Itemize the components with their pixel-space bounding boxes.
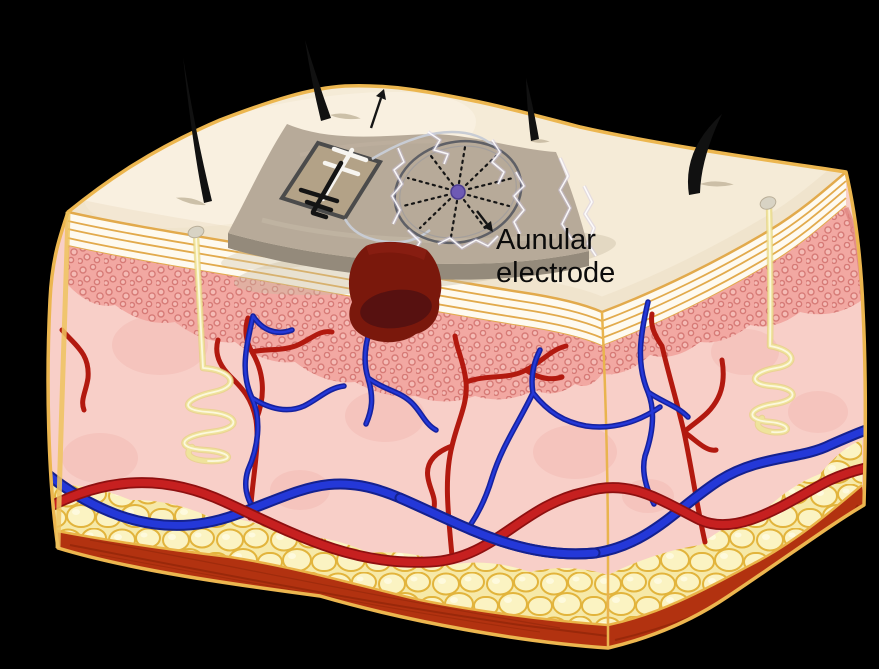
electrode-spoke: [467, 176, 515, 191]
electrode-spoke: [466, 193, 511, 208]
annotation-arrows: [369, 89, 493, 232]
electrode-spoke: [406, 176, 450, 191]
annular-electrode-label-line2: electrode: [496, 257, 616, 289]
patch-front-edge: [228, 233, 589, 280]
electrode-spoke: [457, 145, 467, 185]
annular-electrode-label: Aunular electrode: [496, 224, 615, 290]
hairs: [175, 40, 734, 206]
power-symbol-white: [320, 146, 369, 202]
wound-rim: [366, 242, 427, 260]
electrode-spoke: [401, 193, 449, 208]
patch-sheen: [261, 217, 557, 244]
sweat-pore-left: [187, 225, 205, 239]
block-corner-edge: [600, 311, 610, 648]
fat-globule-texture: [50, 440, 862, 625]
upward-arrow-shaft: [369, 97, 383, 129]
electrode-ring-inner: [399, 145, 517, 239]
hair-strand: [687, 114, 722, 195]
electrode-spoke: [429, 154, 455, 187]
label-arrow-shaft: [476, 210, 488, 225]
left-edge-highlight: [55, 211, 71, 549]
block-outline: [46, 83, 868, 650]
epidermis-layer: [68, 172, 846, 346]
electrode-spoke: [462, 198, 487, 230]
electrode-ring: [393, 139, 523, 245]
hair-strand: [305, 40, 331, 121]
annular-electrode-label-line1: Aunular: [496, 224, 596, 256]
hair-strand: [526, 78, 539, 141]
electrode-center-dot: [450, 184, 466, 200]
sweat-glands: [181, 202, 796, 465]
electrode-spoke: [464, 154, 498, 187]
horizontal-vessels: [48, 424, 866, 568]
muscle-top-outline: [51, 484, 863, 627]
annular-electrode: [393, 139, 523, 245]
ground-symbol-black: [298, 160, 344, 220]
electrode-spoke: [449, 199, 459, 239]
upward-arrow-head: [376, 89, 386, 100]
wound-core: [360, 289, 432, 329]
electrode-spokes: [401, 145, 515, 239]
wound: [348, 241, 442, 343]
electrode-spoke: [418, 197, 452, 230]
label-arrow-head: [483, 221, 493, 232]
sweat-pore-right: [759, 196, 777, 210]
